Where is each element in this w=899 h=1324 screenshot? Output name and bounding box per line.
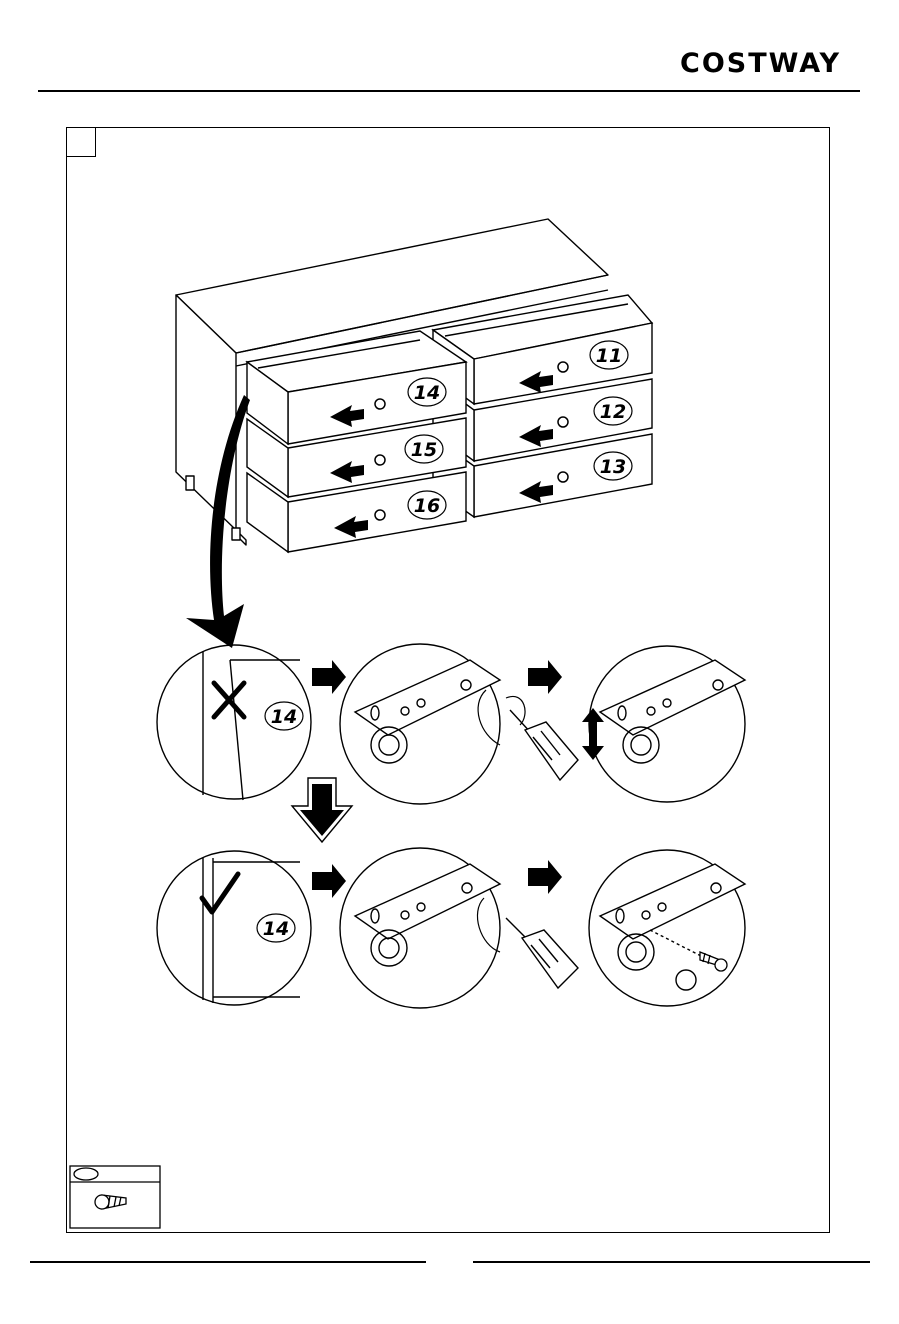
cross-mark-icon — [214, 683, 244, 717]
hardware-legend — [70, 1166, 160, 1228]
drawer-label-15: 15 — [411, 439, 437, 461]
drawer-label-11: 11 — [596, 345, 622, 367]
check-mark-icon — [202, 874, 238, 912]
screwdriver-icon-2 — [506, 918, 578, 988]
detail-label-wrong: 14 — [271, 706, 297, 728]
detail-insert-screw — [589, 850, 745, 1006]
screw-icon — [700, 952, 727, 971]
drawer-label-14: 14 — [414, 382, 440, 404]
down-arrow-icon — [292, 778, 352, 842]
drawer-label-13: 13 — [600, 456, 626, 478]
detail-label-correct: 14 — [263, 918, 289, 940]
up-down-arrow-icon — [582, 708, 604, 760]
drawer-label-12: 12 — [600, 401, 626, 423]
footer-divider-left — [30, 1261, 426, 1263]
detail-tighten-screw — [340, 848, 500, 1008]
footer-divider-right — [473, 1261, 870, 1263]
detail-adjust-height — [589, 646, 745, 802]
screwdriver-icon — [510, 710, 578, 780]
drawer-label-16: 16 — [414, 495, 440, 517]
detail-loosen-screw — [340, 644, 500, 804]
